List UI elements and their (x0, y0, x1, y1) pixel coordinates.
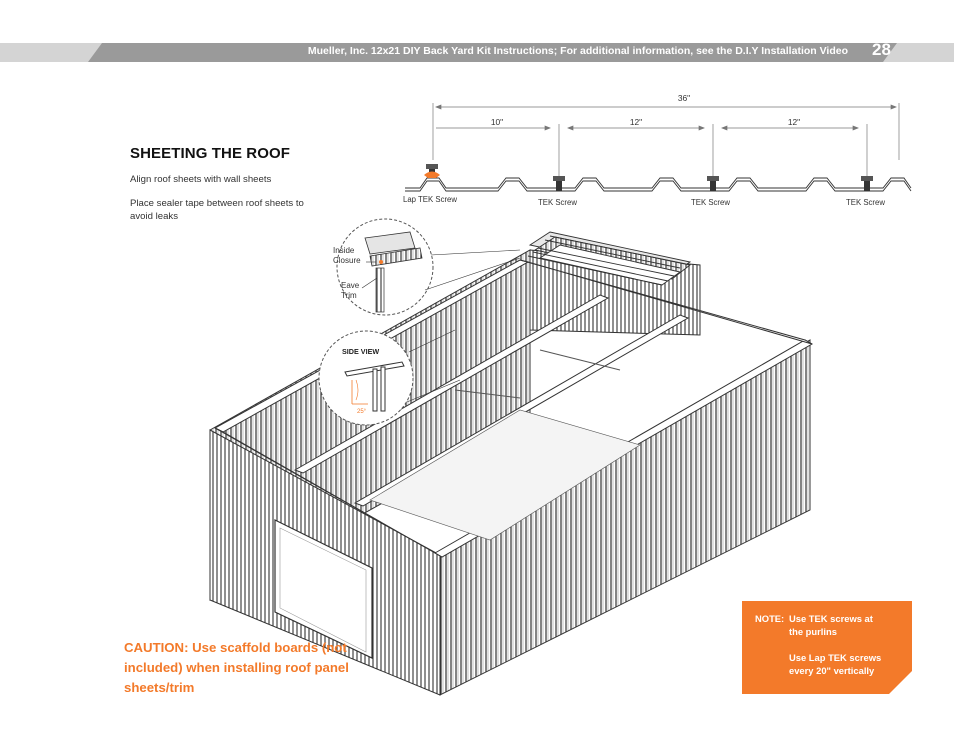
side-view-label: SIDE VIEW (342, 347, 380, 356)
dimension-3: 12" (787, 117, 801, 127)
tek-screw-label-2: TEK Screw (691, 198, 730, 207)
header-band (0, 43, 954, 62)
header-title: Mueller, Inc. 12x21 DIY Back Yard Kit In… (307, 45, 848, 57)
tek-screw-label-1: TEK Screw (538, 198, 577, 207)
interior-floor (369, 409, 641, 541)
overall-dimension: 36" (677, 93, 691, 103)
angle-label: 25° (357, 409, 367, 415)
note-box: NOTE: Use TEK screws at the purlins Use … (742, 601, 912, 694)
callout-inside-closure (336, 218, 434, 316)
lap-tek-screw-label: Lap TEK Screw (403, 195, 458, 204)
panel-profile (405, 177, 912, 192)
note-line-1: Use TEK screws at (789, 613, 873, 624)
page-number: 28 (872, 40, 891, 59)
note-line-3: Use Lap TEK screws (789, 652, 882, 663)
door-opening (274, 519, 373, 659)
note-line-4: every 20" vertically (789, 665, 875, 676)
instruction-sealer: Place sealer tape between roof sheets to… (130, 198, 304, 222)
tek-screw-icon-3 (861, 176, 873, 191)
instruction-align: Align roof sheets with wall sheets (130, 174, 272, 185)
tek-screw-label-3: TEK Screw (846, 198, 885, 207)
inside-closure-label: Inside Closure (333, 246, 361, 265)
roof-sheets (527, 231, 692, 286)
note-label: NOTE: (755, 613, 785, 624)
note-box-shape (742, 601, 912, 694)
caution-text: CAUTION: Use scaffold boards (not includ… (124, 640, 349, 695)
callout-side-view (318, 330, 414, 426)
lap-tek-screw-icon (424, 164, 440, 178)
dimension-1: 10" (490, 117, 504, 127)
tek-screw-icon-2 (707, 176, 719, 191)
profile-dimensions (432, 103, 900, 176)
eave-trim-label: Eave Trim (341, 281, 360, 300)
note-line-2: the purlins (789, 626, 837, 637)
section-title: SHEETING THE ROOF (130, 145, 291, 162)
tek-screw-icon-1 (553, 176, 565, 191)
dimension-2: 12" (629, 117, 643, 127)
